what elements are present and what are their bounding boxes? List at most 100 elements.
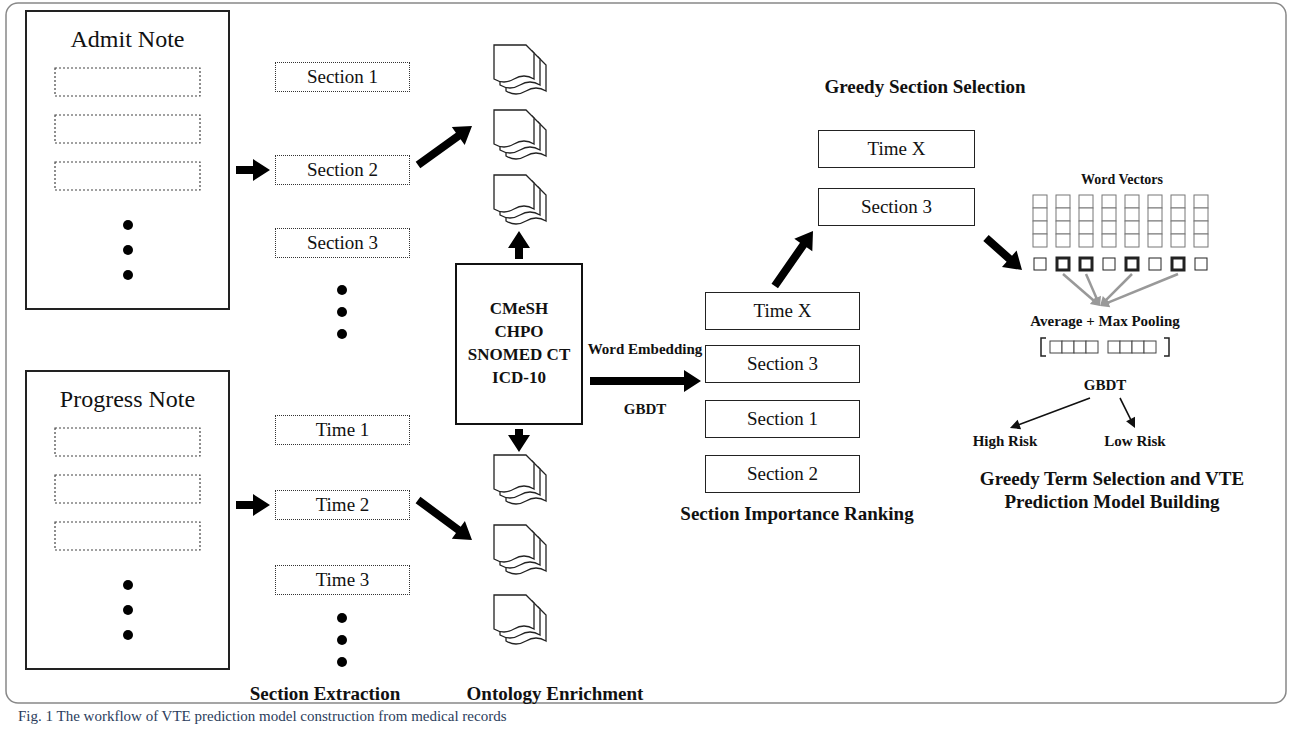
- section-box: Section 1: [275, 62, 410, 92]
- section-box: Time 1: [275, 415, 410, 445]
- document-page: [494, 175, 534, 212]
- term-square: [1172, 258, 1184, 270]
- flow-arrow: [236, 159, 270, 181]
- document-page: [494, 525, 534, 562]
- section-box: Section 2: [275, 155, 410, 185]
- vector-cell: [1056, 234, 1070, 247]
- label-text: Average + Max Pooling: [1030, 312, 1180, 330]
- node-text: CMeSH CHPO SNOMED CT ICD-10: [466, 298, 572, 390]
- note-section: [55, 162, 200, 190]
- label-text: Low Risk: [1104, 432, 1165, 450]
- node-text: Time X: [754, 300, 812, 322]
- vector-cell: [1079, 221, 1093, 234]
- section-box: Section 1: [705, 400, 860, 438]
- vector-cell: [1056, 221, 1070, 234]
- node-text: Section 1: [307, 66, 378, 88]
- block-arrow: [508, 231, 530, 259]
- vector-cell: [1194, 221, 1208, 234]
- vector-cell: [1079, 195, 1093, 208]
- node-text: Section 3: [307, 232, 378, 254]
- node-text: Section 2: [307, 159, 378, 181]
- vector-cell: [1148, 195, 1162, 208]
- document-page: [494, 595, 534, 632]
- pooled-cell: [1074, 341, 1086, 353]
- label-text: GBDT: [1084, 376, 1127, 394]
- section-box: Time X: [705, 292, 860, 330]
- dot: [337, 285, 347, 295]
- note-section: [55, 68, 200, 96]
- dot: [337, 307, 347, 317]
- label-text: Section Importance Ranking: [680, 503, 913, 526]
- note-section: [55, 475, 200, 503]
- block-arrow: [508, 429, 530, 452]
- vector-cell: [1171, 221, 1185, 234]
- dot: [123, 630, 133, 640]
- vector-cell: [1102, 234, 1116, 247]
- vector-cell: [1033, 234, 1047, 247]
- vector-cell: [1102, 195, 1116, 208]
- node-text: Time X: [868, 138, 926, 160]
- label-text: High Risk: [973, 432, 1038, 450]
- section-box: Time 2: [275, 490, 410, 520]
- vector-cell: [1102, 208, 1116, 221]
- term-square: [1057, 258, 1069, 270]
- label-text: Section Extraction: [250, 683, 400, 706]
- vector-cell: [1079, 208, 1093, 221]
- figure-frame: [6, 3, 1286, 703]
- block-arrows: [416, 126, 1022, 540]
- vector-cell: [1033, 208, 1047, 221]
- note-section: [55, 522, 200, 550]
- note-box: Progress Note: [25, 370, 230, 670]
- node-text: Section 1: [747, 408, 818, 430]
- risk-arrow: [1119, 398, 1135, 428]
- vector-cell: [1033, 195, 1047, 208]
- vector-cell: [1171, 234, 1185, 247]
- node-text: Section 3: [747, 353, 818, 375]
- section-box: Section 3: [705, 345, 860, 383]
- bracket: [1041, 338, 1046, 356]
- vector-cell: [1148, 221, 1162, 234]
- figure-caption: Fig. 1 The workflow of VTE prediction mo…: [18, 708, 507, 725]
- pooling-arrowhead: [1090, 296, 1100, 306]
- term-square: [1195, 258, 1207, 270]
- node-text: Time 1: [316, 419, 370, 441]
- vector-cell: [1056, 208, 1070, 221]
- vector-cell: [1102, 221, 1116, 234]
- vector-cell: [1148, 234, 1162, 247]
- dot: [123, 580, 133, 590]
- vector-cell: [1148, 208, 1162, 221]
- note-section: [55, 428, 200, 456]
- word-vectors: [1010, 195, 1208, 429]
- dot: [337, 329, 347, 339]
- document-page: [494, 45, 534, 82]
- vector-cell: [1056, 195, 1070, 208]
- node-text: Section 2: [747, 463, 818, 485]
- pooling-arrowhead: [1092, 296, 1101, 306]
- block-arrow: [416, 126, 472, 168]
- flow-arrow: [236, 494, 270, 516]
- ontology-box: CMeSH CHPO SNOMED CT ICD-10: [455, 263, 583, 425]
- vector-cell: [1194, 234, 1208, 247]
- vector-cell: [1125, 221, 1139, 234]
- term-square: [1103, 258, 1115, 270]
- label-text: Greedy Section Selection: [824, 76, 1025, 99]
- section-box: Section 3: [275, 228, 410, 258]
- vector-cell: [1194, 208, 1208, 221]
- label-text: GBDT: [624, 400, 667, 418]
- term-square: [1149, 258, 1161, 270]
- vector-cell: [1033, 221, 1047, 234]
- pooling-line: [1063, 274, 1094, 301]
- dot: [123, 220, 133, 230]
- label-text: Greedy Term Selection and VTE Prediction…: [967, 468, 1257, 514]
- pooling-line: [1106, 274, 1132, 300]
- pooled-cell: [1062, 341, 1074, 353]
- pooling-line: [1107, 274, 1178, 303]
- section-box: Time 3: [275, 565, 410, 595]
- pooled-cell: [1120, 341, 1132, 353]
- note-section: [55, 115, 200, 143]
- vector-cell: [1125, 208, 1139, 221]
- pooled-cell: [1108, 341, 1120, 353]
- node-text: Time 3: [316, 569, 370, 591]
